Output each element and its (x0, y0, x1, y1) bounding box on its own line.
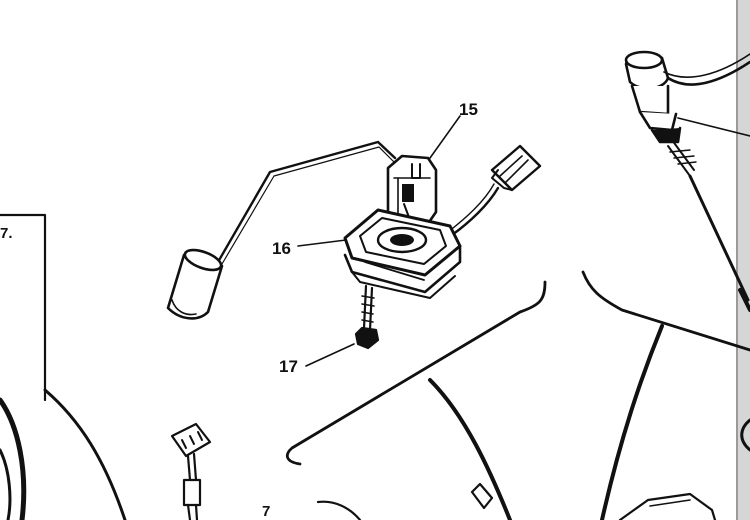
page-edge-shadow (737, 0, 750, 520)
left-inset-frame (0, 213, 47, 402)
callout-label-15: 15 (459, 100, 478, 119)
small-connector (170, 422, 212, 520)
edge-fragment-left: 7. (0, 225, 13, 242)
callout-label-16: 16 (272, 239, 291, 258)
leader-lines (297, 115, 461, 367)
edge-fragment-bottom: 7 (262, 503, 271, 520)
tank-outline (285, 270, 750, 520)
screw (354, 284, 380, 350)
bottom-small-parts (316, 482, 717, 520)
left-housing-curves (0, 388, 127, 520)
top-right-sensor (624, 50, 750, 312)
float (166, 248, 224, 320)
callout-label-17: 17 (279, 357, 298, 376)
gasket-plate (343, 208, 462, 299)
sender-wire (447, 183, 500, 237)
float-arm (216, 140, 397, 265)
wire-connector (490, 144, 542, 192)
sender-unit-body (386, 154, 438, 230)
